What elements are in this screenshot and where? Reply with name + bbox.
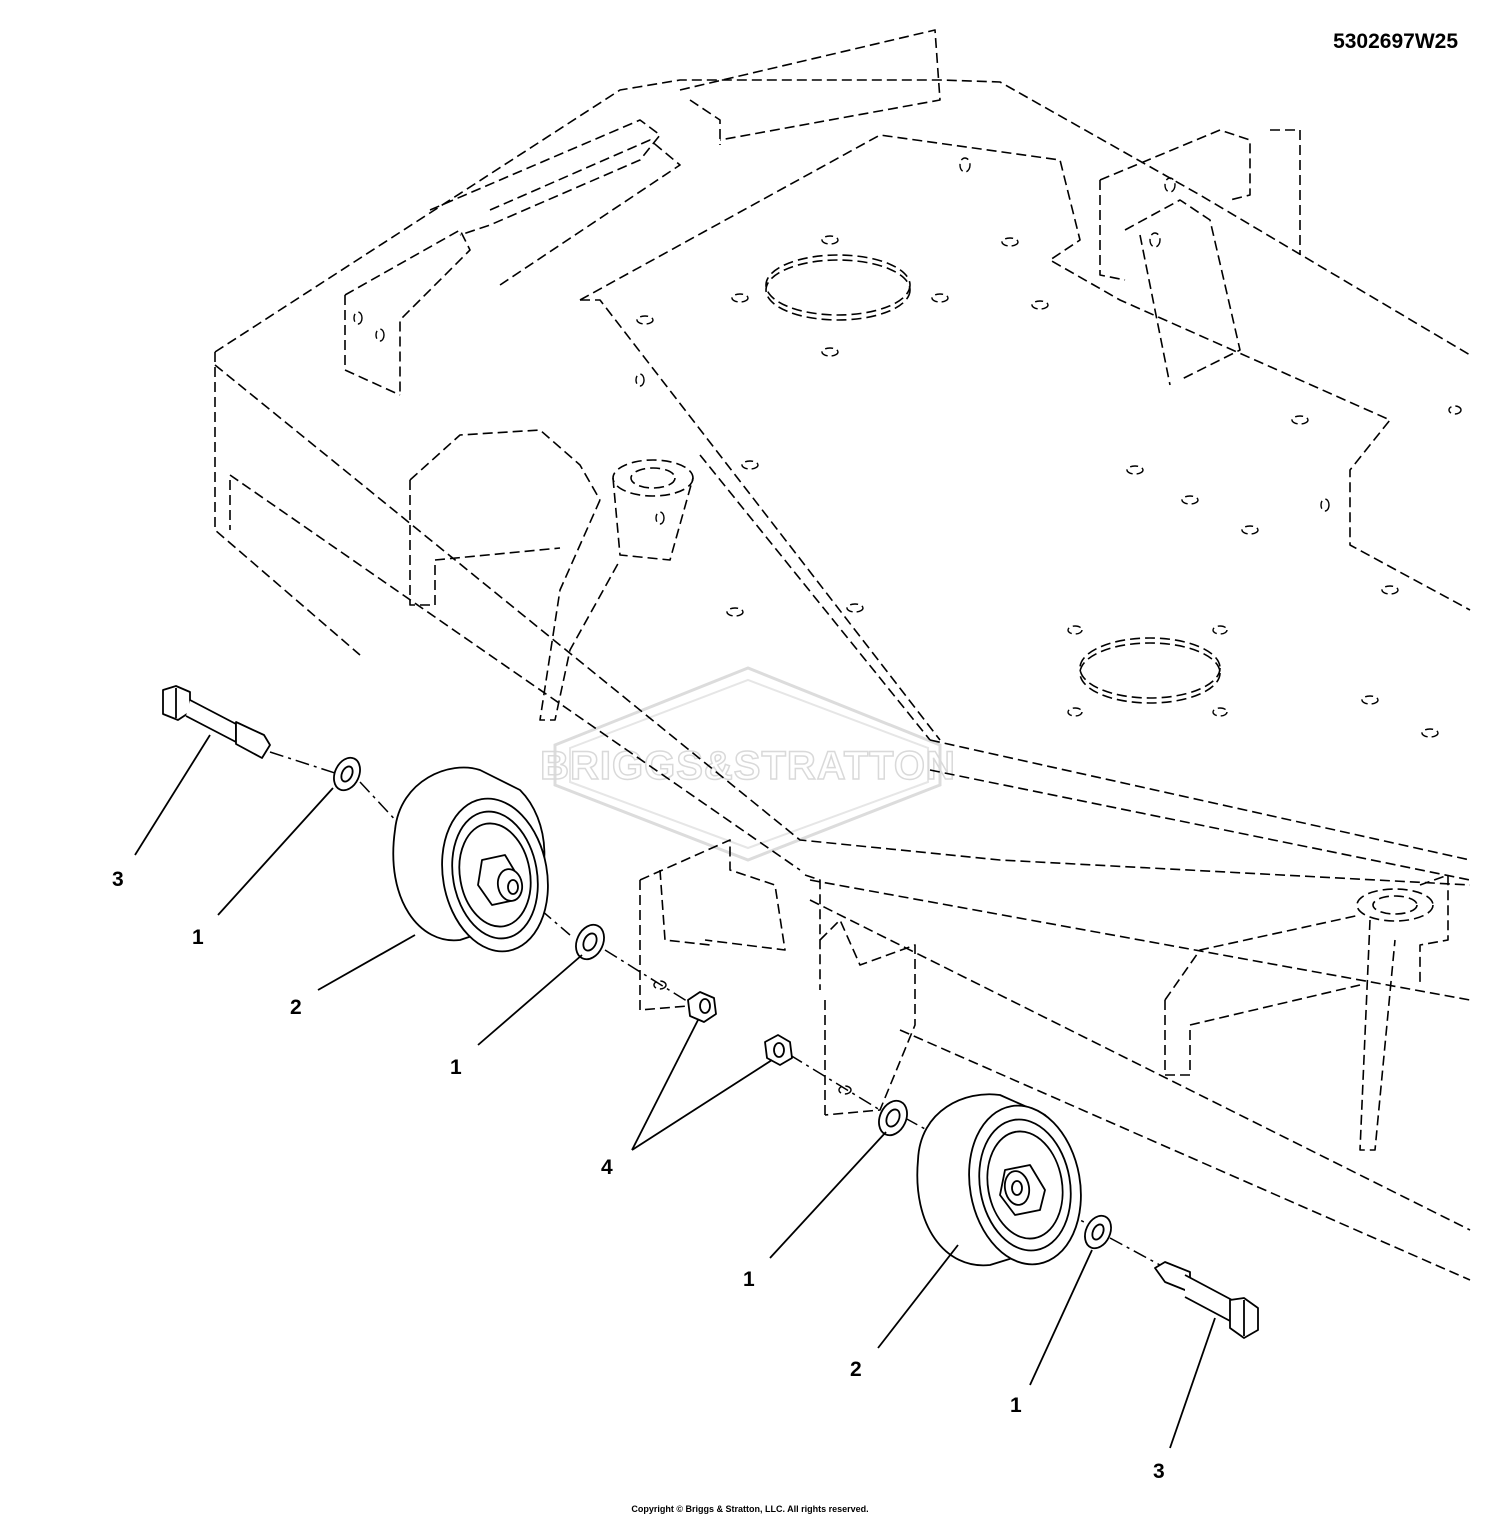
nut-right (764, 1034, 793, 1066)
callout-1-left-washer-outer: 1 (192, 926, 204, 949)
bolt-left (162, 685, 271, 759)
watermark-text: BRIGGS&STRATTON (540, 744, 956, 788)
callout-1-right-washer-inner: 1 (743, 1268, 755, 1291)
brand-watermark: BRIGGS&STRATTON (539, 666, 956, 862)
wheel-left (392, 766, 549, 953)
washer-left-inner (575, 923, 605, 961)
washer-left-outer (333, 756, 361, 792)
nut-left (687, 991, 717, 1023)
washer-right-outer (1084, 1214, 1112, 1250)
right-wheel-assembly (764, 1034, 1259, 1339)
leader-lines (134, 734, 1216, 1449)
callouts: 3 1 2 1 4 1 2 1 3 (112, 868, 1165, 1483)
diagram-part-number: 5302697W25 (1333, 30, 1458, 53)
mower-deck-outline (214, 29, 1471, 1281)
callout-1-right-washer-outer: 1 (1010, 1394, 1022, 1417)
wheel-right (916, 1093, 1082, 1267)
washer-right-inner (878, 1099, 908, 1137)
callout-2-right-wheel: 2 (850, 1358, 862, 1381)
copyright-notice: Copyright © Briggs & Stratton, LLC. All … (631, 1504, 869, 1514)
callout-3-right-bolt: 3 (1153, 1460, 1165, 1483)
bolt-right (1154, 1261, 1259, 1339)
callout-3-left-bolt: 3 (112, 868, 124, 891)
callout-1-left-washer-inner: 1 (450, 1056, 462, 1079)
callout-2-left-wheel: 2 (290, 996, 302, 1019)
left-wheel-assembly (162, 685, 717, 1023)
callout-4-nuts: 4 (601, 1156, 613, 1179)
